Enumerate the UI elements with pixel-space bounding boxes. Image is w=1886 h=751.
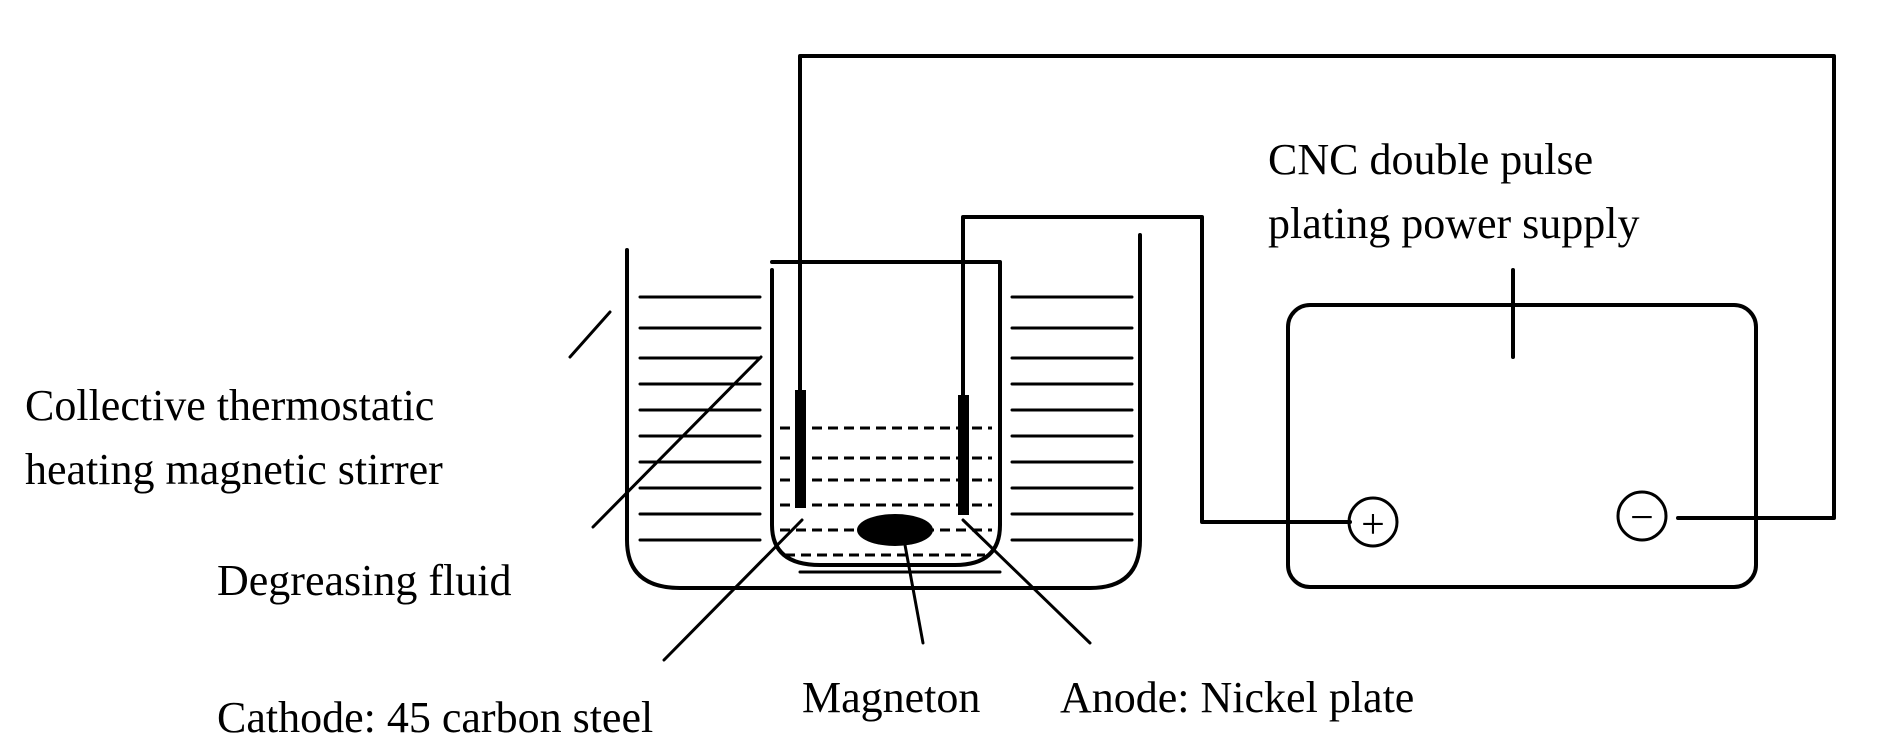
power-supply-label-line1: CNC double pulse xyxy=(1268,135,1593,184)
anode-label: Anode: Nickel plate xyxy=(1060,673,1414,722)
magneton-leader-line xyxy=(903,543,925,645)
negative-terminal: − xyxy=(1616,490,1668,542)
power-supply-box xyxy=(1286,303,1758,589)
degreasing-fluid-label: Degreasing fluid xyxy=(217,556,511,605)
degreasing-fluid-leader-line xyxy=(591,355,763,529)
magneton-stir-bar xyxy=(857,514,933,546)
outer-bath-vessel xyxy=(625,233,1142,590)
outer-bath-water-left xyxy=(638,295,762,542)
stirrer-label-line2: heating magnetic stirrer xyxy=(25,445,443,494)
cathode-wire xyxy=(798,54,1836,520)
anode-plate xyxy=(958,395,969,515)
cathode-label: Cathode: 45 carbon steel xyxy=(217,693,653,742)
power-supply-label-line2: plating power supply xyxy=(1268,199,1640,248)
stirrer-leader-line xyxy=(568,310,612,359)
positive-terminal-symbol: + xyxy=(1361,502,1385,548)
anode-leader-line xyxy=(961,518,1092,645)
cathode-plate xyxy=(795,390,806,508)
positive-terminal: + xyxy=(1347,496,1399,548)
stirrer-label-line1: Collective thermostatic xyxy=(25,381,434,430)
anode-wire xyxy=(961,215,1352,524)
negative-terminal-symbol: − xyxy=(1630,495,1654,541)
degreasing-fluid-lines xyxy=(780,426,992,557)
magneton-label: Magneton xyxy=(802,673,980,722)
outer-bath-water-right xyxy=(1010,295,1134,542)
cathode-leader-line xyxy=(662,518,804,662)
